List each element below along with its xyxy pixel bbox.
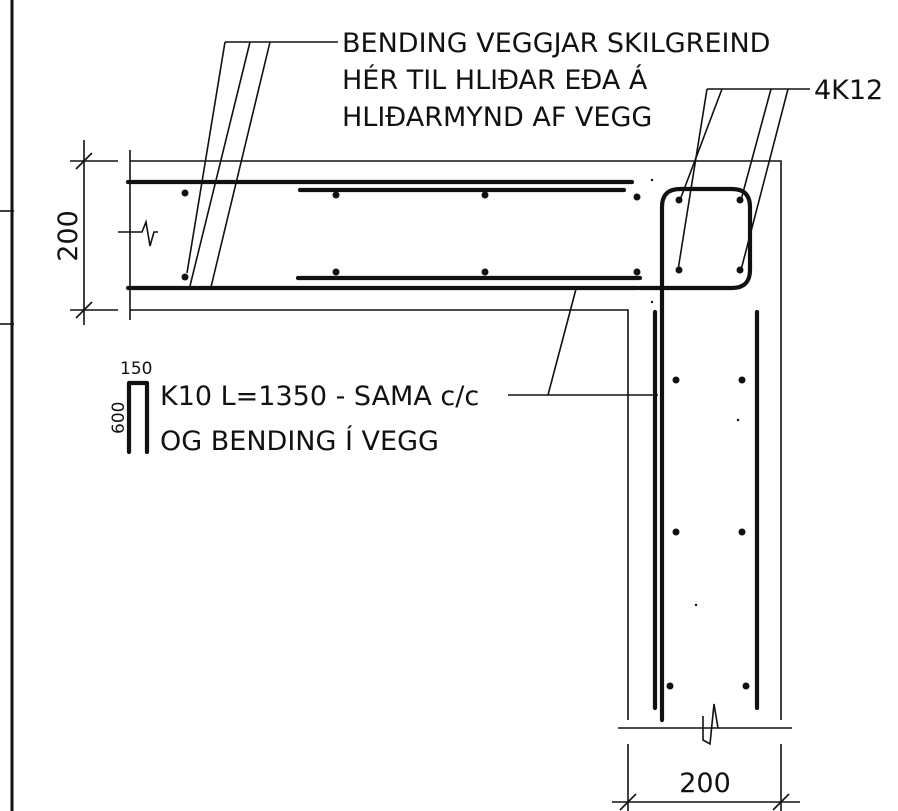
bar-dot <box>332 191 340 199</box>
bar-dot <box>742 682 750 690</box>
link-bar-note: K10 L=1350 - SAMA c/c OG BENDING Í VEGG <box>160 381 479 457</box>
wall-note-line-2: HÉR TIL HLIÐAR EÐA Á <box>342 64 648 96</box>
link-note-leader-diag <box>547 288 577 396</box>
bar-dot <box>633 268 641 276</box>
dimension-tick-left <box>619 793 637 811</box>
bar-dot <box>332 268 340 276</box>
dimension-left-value: 200 <box>53 210 84 262</box>
speck <box>650 300 654 304</box>
speck <box>650 178 654 182</box>
wall-note-leader-1 <box>186 41 226 274</box>
wall-note-line-1: BENDING VEGGJAR SKILGREIND <box>342 28 770 59</box>
bar-dot <box>633 193 641 201</box>
bar-dot <box>181 189 189 197</box>
bar-dot <box>481 268 489 276</box>
wall-outer-face <box>130 160 782 720</box>
wall-bending-note: BENDING VEGGJAR SKILGREIND HÉR TIL HLIÐA… <box>342 28 770 133</box>
wall-inner-face <box>130 309 629 720</box>
corner-bars-leader-1 <box>677 88 708 271</box>
vertical-break-symbol <box>702 703 719 746</box>
dimension-bottom: 200 <box>612 744 800 811</box>
speck <box>736 418 740 422</box>
corner-bars-label: 4K12 <box>814 75 883 106</box>
link-bar-shape <box>126 380 150 455</box>
bar-dot <box>675 266 683 274</box>
horizontal-break-symbol <box>118 219 158 247</box>
reinforcement-bars <box>125 179 760 723</box>
leader-lines <box>186 41 810 396</box>
bar-dot <box>672 528 680 536</box>
concrete-outline <box>118 150 792 746</box>
speck <box>694 603 698 607</box>
bar-dot <box>672 376 680 384</box>
link-bar-shape-sketch: 150 600 <box>109 359 152 455</box>
bar-dot <box>738 376 746 384</box>
bar-dot <box>181 273 189 281</box>
corner-bars-leader-3 <box>740 88 772 201</box>
link-note-line-1: K10 L=1350 - SAMA c/c <box>160 381 479 412</box>
wall-note-leader-2 <box>189 41 251 287</box>
dimension-tick-right <box>772 793 790 811</box>
dimension-bottom-value: 200 <box>679 768 731 799</box>
scan-specks <box>650 178 740 607</box>
bar-dot <box>666 682 674 690</box>
wall-note-line-3: HLIÐARMYND AF VEGG <box>342 102 652 133</box>
corner-bars-leader-2 <box>679 88 723 201</box>
dimension-tick-top <box>75 152 93 170</box>
corner-u-bar <box>637 186 753 723</box>
link-leg-top-dim: 150 <box>120 359 152 379</box>
page-frame <box>0 0 14 811</box>
link-note-line-2: OG BENDING Í VEGG <box>160 425 439 457</box>
bar-dot <box>738 528 746 536</box>
wall-note-leader-3 <box>210 41 271 288</box>
corner-bars-leader-4 <box>740 88 789 271</box>
link-leg-side-dim: 600 <box>109 402 129 434</box>
bar-dots <box>181 189 750 690</box>
dimension-left: 200 <box>53 140 118 325</box>
bar-dot <box>481 191 489 199</box>
dimension-tick-bottom <box>75 301 93 319</box>
